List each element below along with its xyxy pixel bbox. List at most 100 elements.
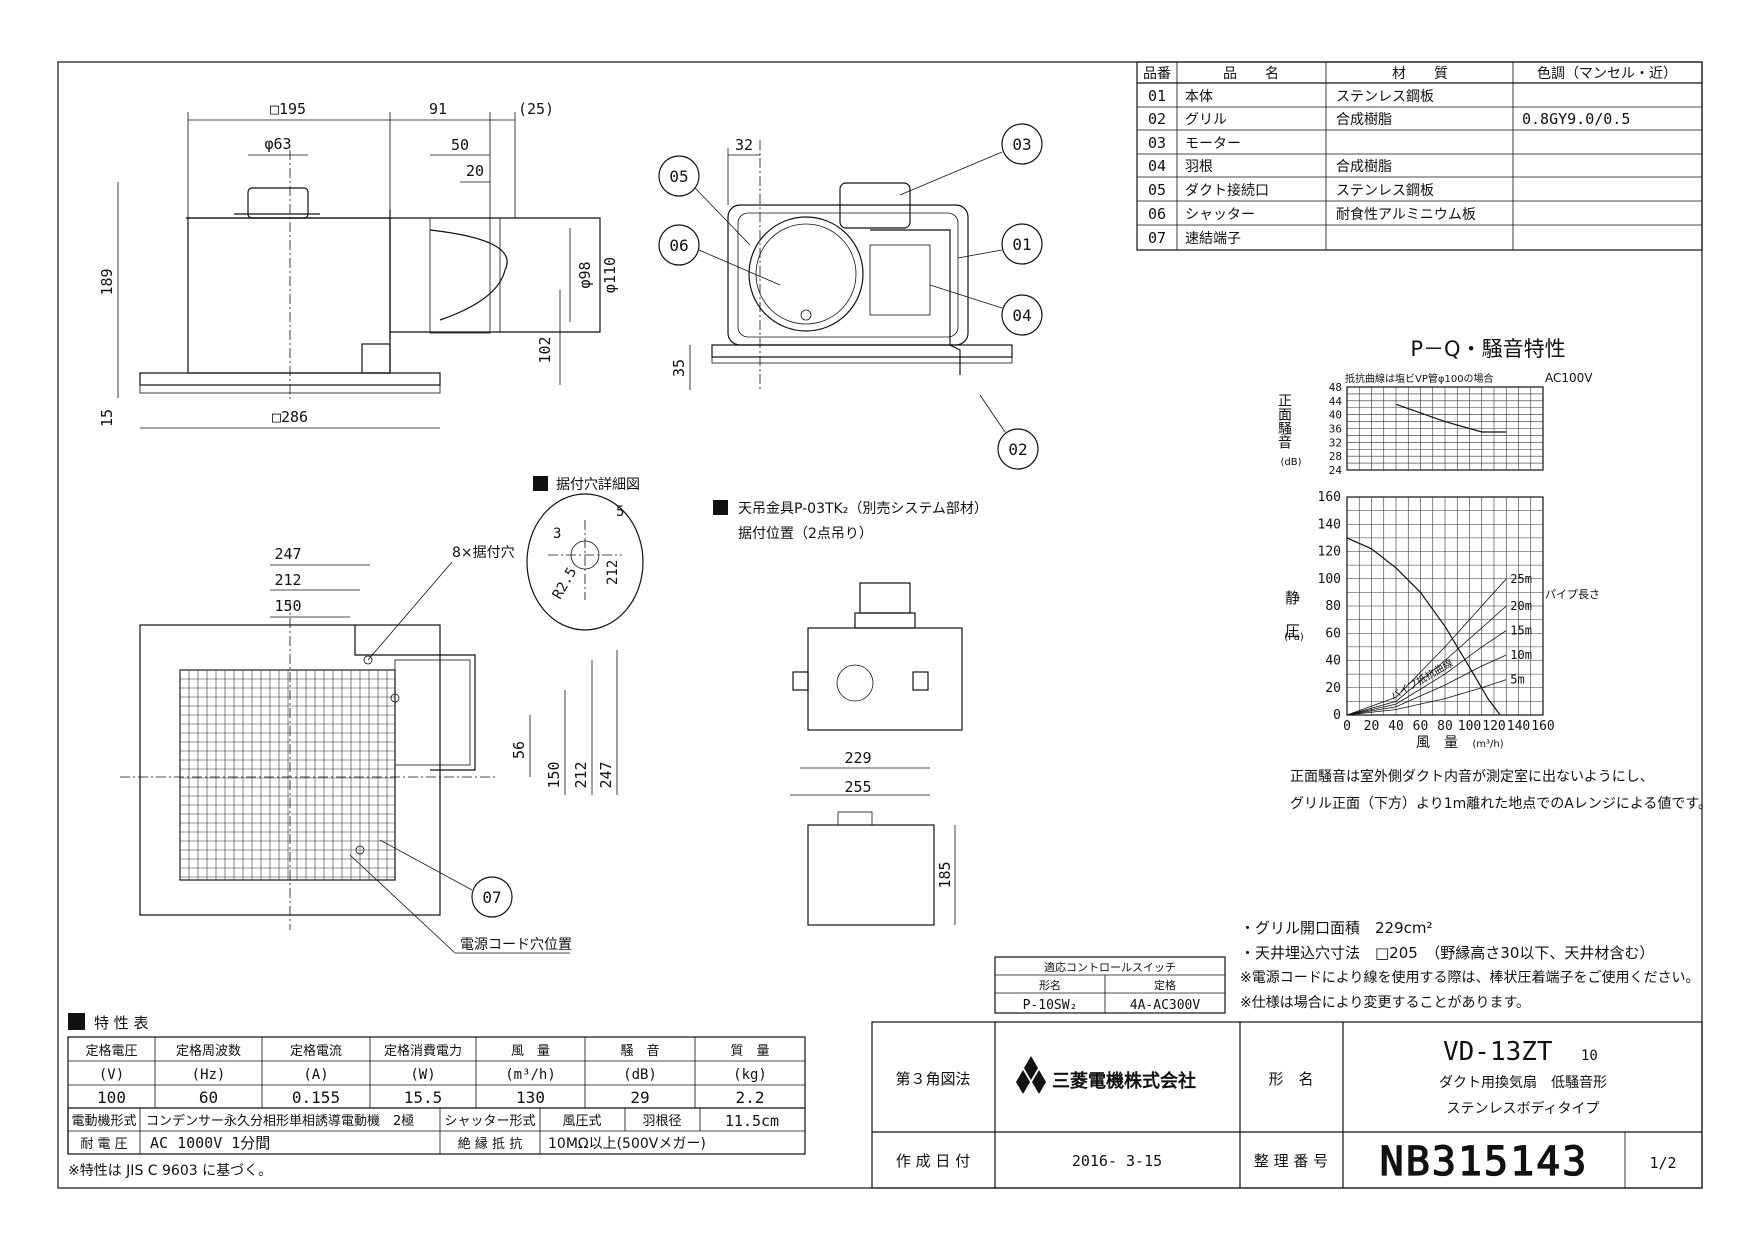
- parts-row-name: ダクト接続口: [1185, 182, 1269, 199]
- pq-pipe-curve: [1346, 654, 1507, 716]
- callout-03: 03: [1012, 135, 1031, 154]
- pq-xtick: 20: [1364, 719, 1380, 734]
- parts-row-material: ステンレス鋼板: [1336, 89, 1434, 105]
- spec-header: 定格電圧: [85, 1043, 137, 1059]
- detail-title: 据付穴詳細図: [556, 477, 640, 493]
- parts-header-name: 品 名: [1223, 66, 1279, 82]
- switch-rating: 4A-AC300V: [1130, 998, 1201, 1013]
- pq-xtick: 40: [1388, 719, 1404, 734]
- noise-yunit: (dB): [1280, 457, 1301, 468]
- drawing-number: NB315143: [1380, 1139, 1589, 1185]
- plan-hole-label: 8×据付穴: [452, 545, 515, 561]
- noise-ytick: 24: [1329, 464, 1343, 477]
- spec-title: 特 性 表: [94, 1014, 149, 1032]
- parts-row-name: 羽根: [1185, 159, 1213, 175]
- spec-note-1: ・グリル開口面積 229cm²: [1240, 919, 1433, 937]
- model-desc-2: ステンレスボディタイプ: [1446, 1100, 1599, 1117]
- mitsubishi-logo-icon: [1016, 1056, 1046, 1094]
- pq-fan-curve: [1346, 537, 1501, 716]
- spec-value: 29: [630, 1088, 649, 1107]
- model-sub: 10: [1581, 1048, 1598, 1064]
- callout-04: 04: [1012, 306, 1031, 325]
- dim-102: 102: [536, 336, 554, 363]
- parts-row-no: 04: [1148, 157, 1166, 175]
- pq-xtick: 140: [1507, 719, 1530, 734]
- side-view: □195 φ63 91 (25) 50 20 189 φ98 φ110 102 …: [98, 100, 619, 429]
- date-label: 作 成 日 付: [896, 1152, 970, 1170]
- chart-area: P－Q・騒音特性 抵抗曲線は塩ビVP管φ100の場合 AC100V 242832…: [1276, 337, 1712, 812]
- switch-title: 適応コントロールスイッチ: [1044, 960, 1176, 974]
- pq-xtick: 100: [1458, 719, 1481, 734]
- spec-header: 風 量: [511, 1044, 550, 1059]
- chart-title: P－Q・騒音特性: [1410, 337, 1565, 361]
- spec-value: 0.155: [292, 1088, 340, 1107]
- spec-value: 130: [516, 1088, 545, 1107]
- spec-value: 2.2: [736, 1088, 765, 1107]
- pq-xtick: 60: [1413, 719, 1429, 734]
- spec-header: 定格消費電力: [384, 1043, 462, 1059]
- spec-unit: (Hz): [192, 1067, 226, 1083]
- spec-notes: ・グリル開口面積 229cm² ・天井埋込穴寸法 □205 （野縁高さ30以下、…: [1240, 919, 1699, 1011]
- spec-value: 60: [199, 1088, 218, 1107]
- spec-shutter-label: シャッター形式: [444, 1114, 535, 1129]
- pq-xtick: 80: [1437, 719, 1453, 734]
- pq-pipe-curve: [1346, 578, 1507, 716]
- spec-withstand-value: AC 1000V 1分間: [150, 1134, 270, 1152]
- pq-series-label: 20m: [1510, 599, 1532, 613]
- spec-unit: (W): [410, 1067, 435, 1083]
- switch-table: 適応コントロールスイッチ 形名 定格 P-10SW₂ 4A-AC300V: [994, 956, 1226, 1014]
- dim-91: 91: [429, 100, 447, 118]
- number-label: 整 理 番 号: [1254, 1152, 1328, 1170]
- spec-header: 定格電流: [290, 1043, 342, 1059]
- company-name: 三菱電機株式会社: [1052, 1070, 1196, 1092]
- parts-row-material: 合成樹脂: [1336, 159, 1392, 175]
- hanger-dim-255: 255: [844, 778, 871, 796]
- plan-dim-150-right: 150: [545, 761, 563, 788]
- parts-row-material: 合成樹脂: [1336, 112, 1392, 128]
- pq-pipe-curve: [1346, 679, 1507, 716]
- spec-header: 質 量: [730, 1044, 769, 1059]
- noise-ylabel: 正面騒音: [1276, 393, 1292, 449]
- noise-ytick: 32: [1329, 436, 1342, 449]
- parts-row-no: 06: [1148, 205, 1166, 223]
- spec-unit: (m³/h): [505, 1067, 556, 1083]
- front-view: 32 35 05 06 03 01 04 02: [658, 123, 1043, 470]
- noise-ytick: 28: [1329, 450, 1342, 463]
- model-label: 形 名: [1268, 1070, 1313, 1088]
- plan-cord-label: 電源コード穴位置: [460, 937, 572, 953]
- parts-row-no: 02: [1148, 110, 1166, 128]
- dim-phi63: φ63: [264, 135, 291, 153]
- detail-dim-3: 3: [553, 526, 561, 542]
- pq-series-label: 25m: [1510, 572, 1532, 586]
- callout-06: 06: [669, 236, 688, 255]
- pq-pipe-curve: [1346, 630, 1507, 716]
- noise-ytick: 48: [1329, 381, 1342, 394]
- dim-32: 32: [735, 136, 753, 154]
- parts-row-name: モーター: [1185, 136, 1241, 152]
- parts-row-color: 0.8GY9.0/0.5: [1522, 110, 1630, 128]
- spec-header: 騒 音: [620, 1043, 659, 1059]
- pq-ytick: 20: [1325, 681, 1341, 696]
- parts-header-material: 材 質: [1392, 66, 1448, 82]
- date-value: 2016- 3-15: [1072, 1152, 1162, 1170]
- spec-unit: (dB): [623, 1067, 657, 1083]
- pq-xtick: 0: [1343, 719, 1351, 734]
- parts-row-name: グリル: [1185, 112, 1227, 128]
- dim-phi110: φ110: [601, 257, 619, 293]
- pq-xlabel: 風 量: [1416, 735, 1458, 751]
- spec-insulation-value: 10MΩ以上(500Vメガー): [548, 1136, 706, 1152]
- spec-withstand-label: 耐 電 圧: [80, 1137, 127, 1152]
- parts-row-no: 01: [1148, 87, 1166, 105]
- pq-pipe-label: パイプ長さ: [1545, 588, 1600, 601]
- spec-insulation-label: 絶 縁 抵 抗: [458, 1136, 522, 1152]
- dim-35: 35: [670, 359, 688, 377]
- spec-shutter-value: 風圧式: [562, 1114, 601, 1129]
- parts-row-name: 本体: [1185, 89, 1213, 105]
- plan-callout-07: 07: [482, 888, 501, 907]
- pq-yunit: (Pa): [1284, 632, 1304, 643]
- hanger-dim-185: 185: [936, 861, 954, 888]
- noise-ytick: 36: [1329, 423, 1342, 436]
- spec-note-3: ※電源コードにより線を使用する際は、棒状圧着端子をご使用ください。: [1240, 969, 1699, 986]
